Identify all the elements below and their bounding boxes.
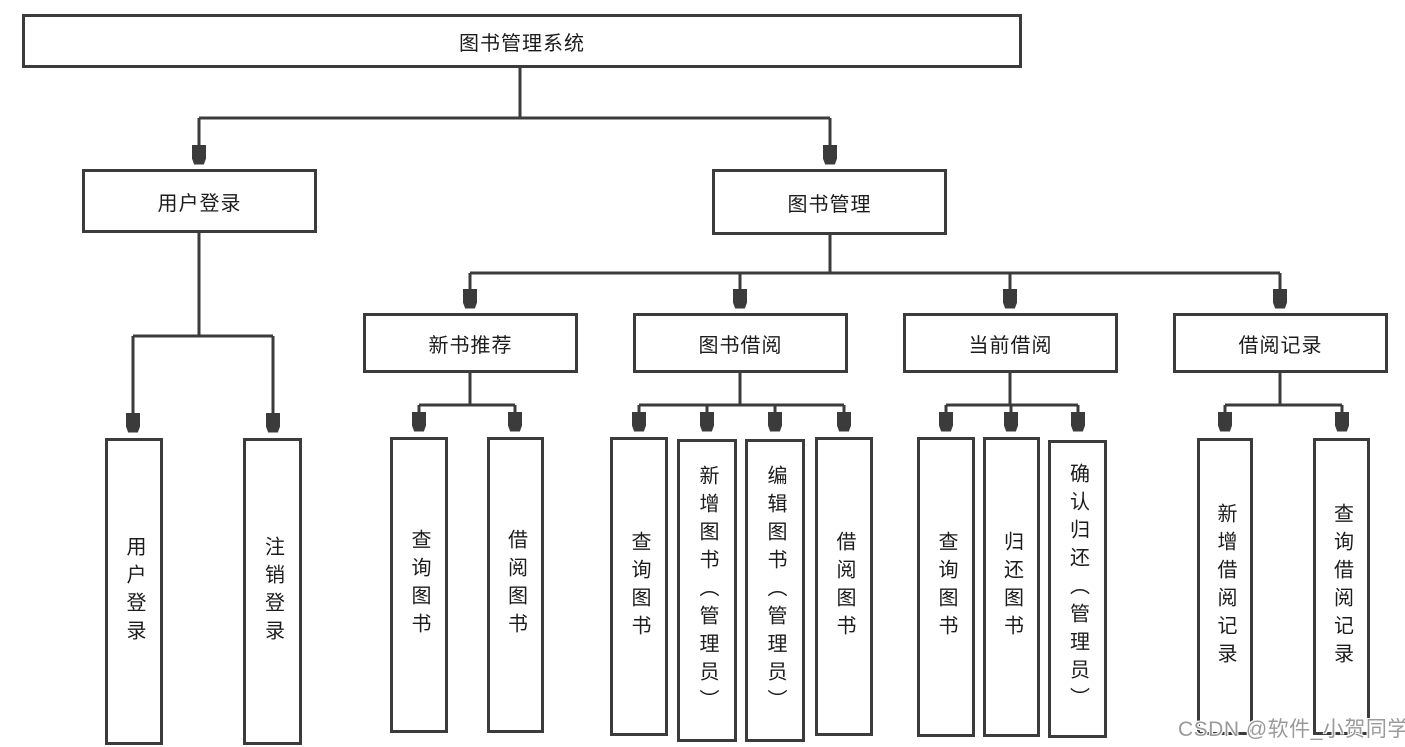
leaf-nbr-query-books: 查询图书: [390, 437, 448, 733]
leaf-cb-confirm-return-admin-label: 确认归还（管理员）: [1066, 463, 1089, 715]
node-user-login: 用户登录: [82, 169, 317, 233]
node-book-management: 图书管理: [712, 169, 947, 235]
node-borrow-records-label: 借阅记录: [1238, 334, 1323, 357]
leaf-br-add-record-label: 新增借阅记录: [1214, 502, 1236, 671]
leaf-user-login: 用户登录: [105, 438, 163, 745]
leaf-br-query-record-label: 查询借阅记录: [1330, 502, 1353, 671]
leaf-nbr-query-books-label: 查询图书: [408, 529, 430, 641]
leaf-bb-add-book-admin-label: 新增图书（管理员）: [696, 464, 718, 717]
node-borrow-records: 借阅记录: [1173, 313, 1388, 373]
node-user-login-label: 用户登录: [157, 192, 242, 215]
leaf-logout: 注销登录: [243, 438, 302, 745]
leaf-cb-confirm-return-admin: 确认归还（管理员）: [1048, 440, 1107, 738]
leaf-br-add-record: 新增借阅记录: [1197, 438, 1253, 735]
node-new-book-recommend-label: 新书推荐: [428, 334, 513, 357]
node-root: 图书管理系统: [22, 14, 1022, 68]
leaf-bb-query-books: 查询图书: [610, 437, 668, 736]
leaf-bb-edit-book-admin-label: 编辑图书（管理员）: [764, 464, 786, 717]
leaf-bb-query-books-label: 查询图书: [628, 530, 650, 643]
node-book-management-label: 图书管理: [787, 193, 872, 216]
leaf-cb-return-books-label: 归还图书: [1000, 531, 1023, 643]
leaf-bb-borrow-books-label: 借阅图书: [833, 530, 855, 643]
node-root-label: 图书管理系统: [459, 32, 585, 55]
leaf-bb-borrow-books: 借阅图书: [815, 437, 873, 736]
node-book-borrow: 图书借阅: [633, 313, 848, 373]
leaf-cb-query-books: 查询图书: [917, 437, 975, 737]
node-new-book-recommend: 新书推荐: [363, 313, 578, 373]
leaf-cb-return-books: 归还图书: [983, 437, 1040, 737]
leaf-logout-label: 注销登录: [261, 535, 284, 648]
node-current-borrow: 当前借阅: [903, 313, 1118, 373]
csdn-watermark: CSDN @软件_小贺同学: [1178, 718, 1405, 741]
leaf-nbr-borrow-books-label: 借阅图书: [504, 529, 527, 641]
connector-trunks: [133, 68, 1342, 407]
leaf-nbr-borrow-books: 借阅图书: [487, 437, 544, 733]
node-current-borrow-label: 当前借阅: [968, 334, 1053, 357]
leaf-cb-query-books-label: 查询图书: [935, 531, 957, 643]
connector-arrows: [133, 118, 1342, 429]
leaf-br-query-record: 查询借阅记录: [1313, 438, 1370, 735]
node-book-borrow-label: 图书借阅: [698, 334, 783, 357]
leaf-user-login-label: 用户登录: [123, 535, 145, 648]
leaf-bb-add-book-admin: 新增图书（管理员）: [677, 439, 737, 742]
leaf-bb-edit-book-admin: 编辑图书（管理员）: [745, 439, 805, 742]
